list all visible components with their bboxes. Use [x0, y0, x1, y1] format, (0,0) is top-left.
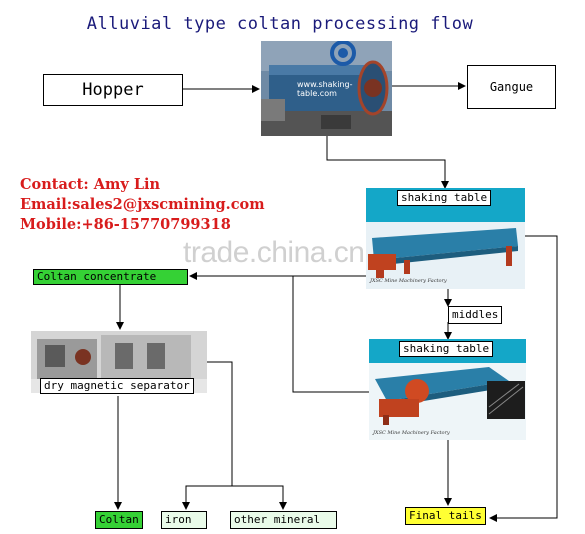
watermark: trade.china.cn	[183, 236, 365, 269]
branch-separator-to-others	[207, 361, 233, 486]
shaking-table-1-photo: JXSC Mine Machinery Factory	[366, 188, 525, 289]
middles-label: middles	[448, 306, 503, 324]
shaking-table-1-label: shaking table	[397, 190, 492, 206]
arrow-table2-to-concentrate	[292, 276, 369, 393]
dry-magnetic-separator-label: dry magnetic separator	[40, 378, 194, 394]
arrow-drum-to-shaking-table-1	[326, 136, 449, 189]
hopper-box: Hopper	[43, 74, 183, 106]
arrow-table1-to-final-tails	[489, 235, 558, 522]
contact-name: Contact: Amy Lin	[20, 176, 161, 193]
contact-email: Email:sales2@jxscmining.com	[20, 196, 265, 213]
contact-block: Contact: Amy Lin Email:sales2@jxscmining…	[20, 175, 265, 235]
diagram-title: Alluvial type coltan processing flow	[86, 14, 474, 34]
iron-label: iron	[161, 511, 207, 529]
shaking-table-2-caption: JXSC Mine Machinery Factory	[373, 430, 450, 436]
coltan-label: Coltan	[95, 511, 143, 529]
drum-scrubber-photo: www.shaking-table.com	[261, 41, 392, 136]
shaking-table-1-caption: JXSC Mine Machinery Factory	[370, 278, 447, 284]
drum-photo-url: www.shaking-table.com	[297, 80, 353, 98]
contact-mobile: Mobile:+86-15770799318	[20, 216, 231, 233]
final-tails-label: Final tails	[405, 507, 486, 525]
shaking-table-2-label: shaking table	[399, 341, 494, 357]
arrow-to-iron	[182, 485, 232, 510]
gangue-box: Gangue	[467, 65, 556, 109]
other-mineral-label: other mineral	[230, 511, 337, 529]
coltan-concentrate-label: Coltan concentrate	[33, 269, 188, 285]
arrow-to-other-mineral	[232, 485, 287, 510]
